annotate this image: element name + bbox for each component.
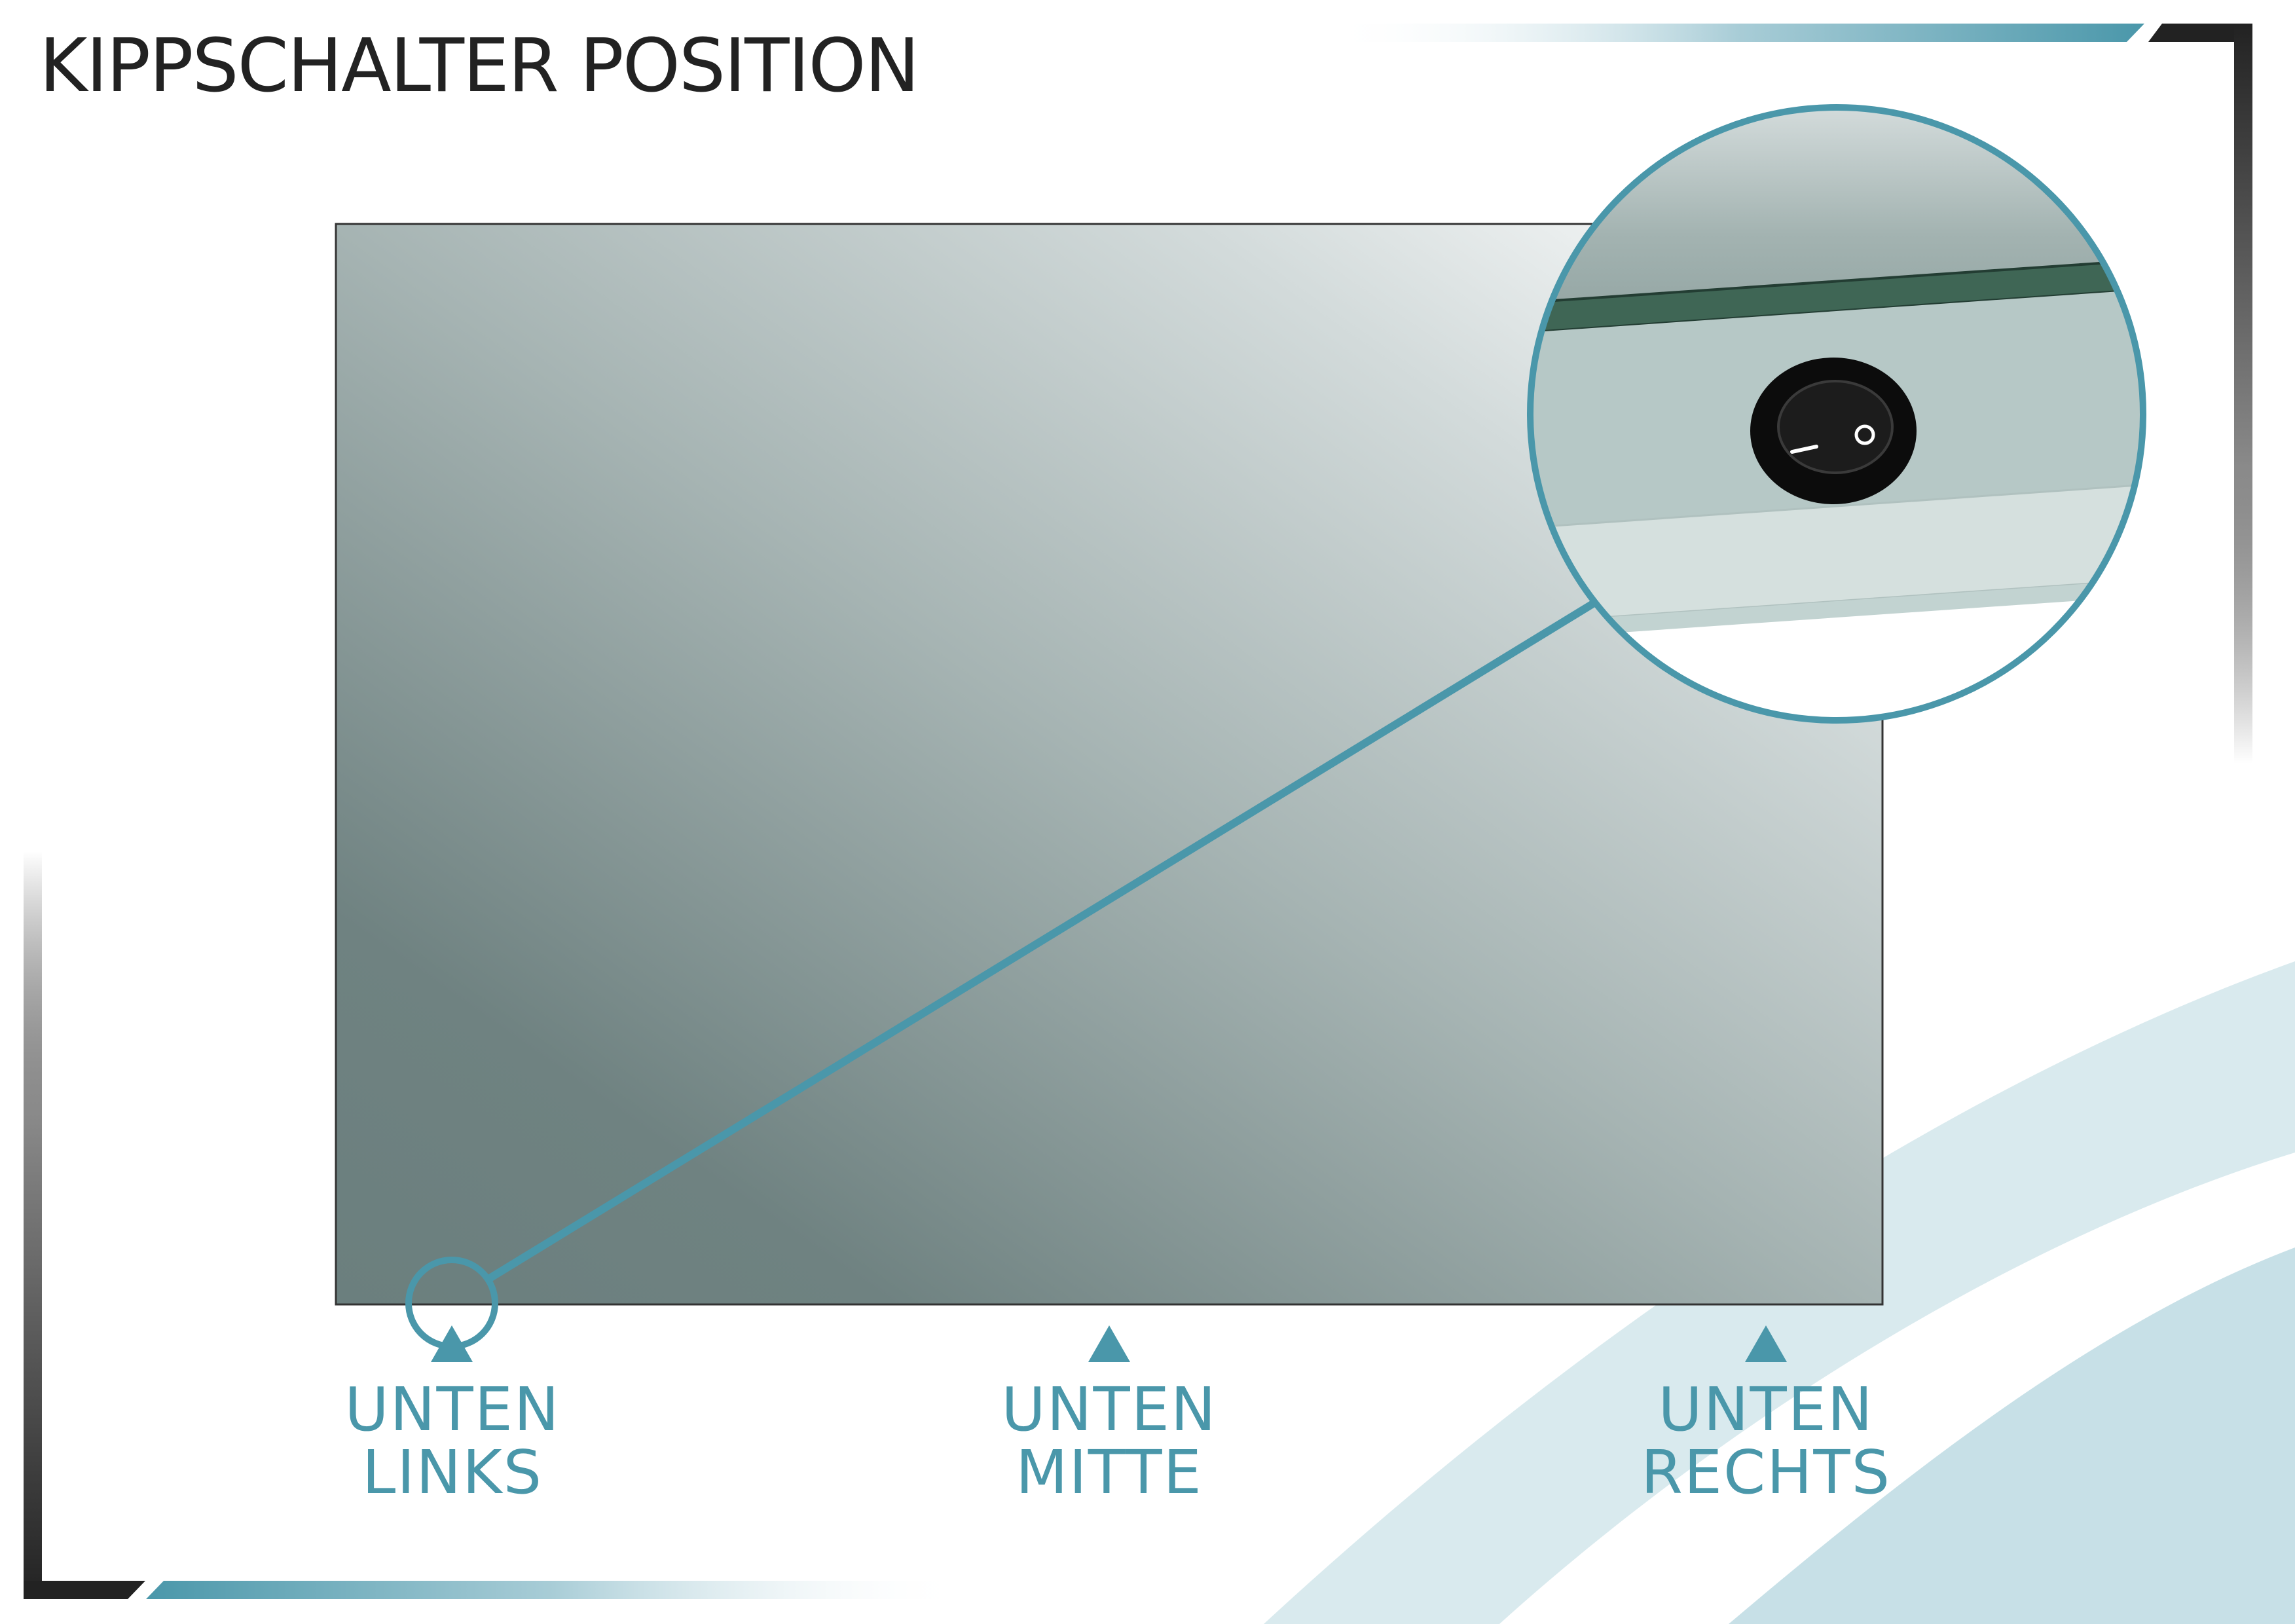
position-label-line2: MITTE [1016,1437,1203,1507]
zoom-detail-view [1527,104,2146,724]
mirror-top-edge [1530,258,2143,335]
mirror-bottom-surface [1530,107,2143,321]
position-label-bottom-right: UNTEN RECHTS [1570,1378,1962,1504]
page-title: KIPPSCHALTER POSITION [39,24,919,109]
frame-top-accent-bar [1329,24,2144,42]
position-label-line1: UNTEN [1658,1375,1874,1445]
frame-left-rail [24,851,42,1599]
position-label-line1: UNTEN [1001,1375,1217,1445]
zoom-connector-line [484,599,1598,1284]
position-label-line2: RECHTS [1640,1437,1892,1507]
triangle-up-marker-icon-right [1745,1325,1787,1362]
decorative-frame [24,24,2252,1599]
frame-bottom-accent-bar [146,1581,963,1599]
switch-housing-edge [1530,483,2143,624]
rocker-switch-icon [1750,358,1917,504]
triangle-up-marker-icon-left [431,1325,473,1362]
frame-corner-top-right [2148,24,2252,42]
frame-corner-bottom-left [24,1581,145,1599]
switch-on-symbol [1790,445,1818,454]
zoom-detail-ring [1527,104,2146,724]
switch-housing-lip [1530,580,2143,639]
background-swoosh-inner [1729,1247,2295,1624]
switch-off-symbol [1854,424,1875,445]
frame-right-rail [2234,24,2252,764]
position-label-bottom-center: UNTEN MITTE [913,1378,1306,1504]
position-label-line1: UNTEN [344,1375,560,1445]
position-label-line2: LINKS [362,1437,543,1507]
position-label-bottom-left: UNTEN LINKS [256,1378,649,1504]
triangle-up-marker-icon-middle [1088,1325,1130,1362]
